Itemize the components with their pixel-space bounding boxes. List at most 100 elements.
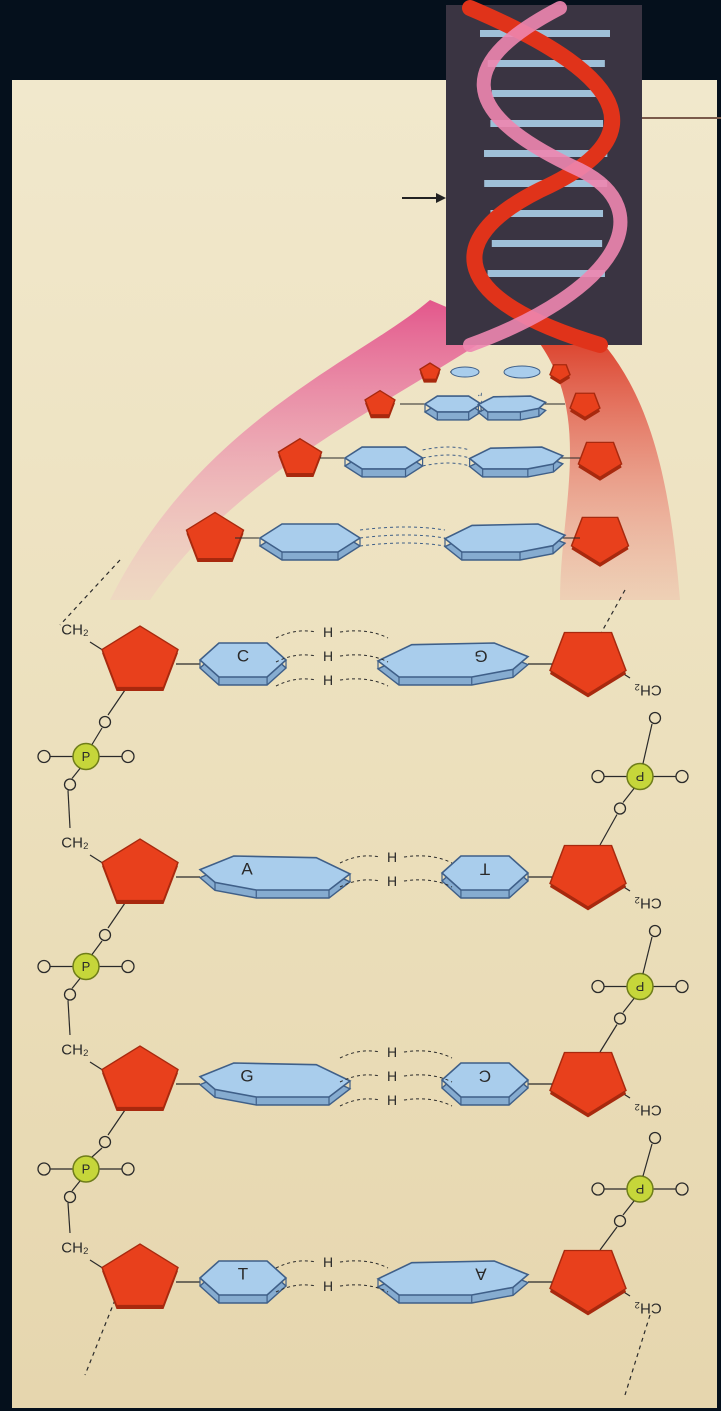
phosphate-label: P [636,979,645,994]
oxygen-atom [591,1182,605,1196]
phosphate-label: P [82,959,91,974]
receding-pair [419,362,571,385]
phosphate-group: P [591,972,689,1001]
purine-ring [198,855,352,899]
base-letter-right: G [474,647,487,666]
base-slab-top [423,395,483,413]
deoxyribose-sugar [419,362,441,383]
base-slab-top [376,1260,530,1296]
base-slab-top [198,1062,352,1098]
purine-ring [443,523,567,561]
receding-base-pairs [185,362,630,567]
sugar-pentagon [549,1051,627,1115]
oxygen-atom [37,749,51,764]
hydrogen-atom-label: H [323,648,333,664]
helix-rung [490,210,604,217]
ester-bond [67,1000,71,1036]
helix-rung [490,120,604,127]
ch2-label-right: CH₂ [634,682,662,699]
deoxyribose-sugar [364,389,396,419]
hydrogen-bond-line [339,678,389,687]
oxygen-atom [591,979,605,994]
sugar-pentagon [549,844,627,908]
base-slab-top [443,523,567,553]
hydrogen-bond-line [339,855,381,864]
hydrogen-bond-line [339,1050,381,1059]
ester-bond [71,768,81,779]
pyrimidine-ring [440,855,530,899]
ester-bond [91,940,103,955]
oxygen-atom [675,1182,689,1196]
hydrogen-atom-label: H [323,624,333,640]
receding-pair [185,511,630,567]
base-distant [503,365,541,379]
base-letter-left: A [241,860,253,879]
receding-pair [277,437,623,481]
strand-continuation [624,1314,651,1396]
pyrimidine-ring [440,1062,530,1106]
helix-rung [480,30,610,37]
hydrogen-bond-line [339,1284,389,1293]
phosphate-group: P [591,1175,689,1203]
base-slab-top [476,395,548,413]
hydrogen-bond-line [477,400,482,405]
base-slab-top [440,1062,530,1098]
deoxyribose-sugar [549,364,571,385]
hydrogen-bond-line [422,446,470,451]
hydrogen-atom-label: H [323,1254,333,1270]
hydrogen-atom-label: H [323,672,333,688]
pyrimidine-ring [198,1260,288,1304]
phosphate-circle [626,1175,654,1203]
arrow-head [436,193,446,203]
sugar-pentagon [549,364,571,382]
deoxyribose-sugar [549,631,627,698]
ester-bond [71,978,81,989]
ester-bond [91,727,103,745]
ch2-label-right: CH₂ [634,1102,662,1119]
purine-ring [198,1062,352,1106]
hydrogen-bond-line [403,879,453,888]
base-letter-left: G [240,1067,253,1086]
base-letter-right: T [480,860,490,879]
hydrogen-bond-line [477,408,482,413]
oxygen-atom [63,988,77,1001]
hydrogen-bond-line [275,1260,317,1269]
ch2-label-left: CH₂ [61,835,89,852]
hydrogen-bond-line [403,1098,453,1107]
ch2-label-right: CH₂ [634,1300,662,1317]
deoxyribose-sugar [549,844,627,911]
ester-bond [642,1143,653,1177]
hydrogen-bond-line [403,855,453,864]
hydrogen-atom-label: H [387,1044,397,1060]
ester-bond [622,788,635,803]
oxygen-atom [648,1131,662,1145]
hydrogen-bond-line [339,879,381,888]
ester-bond [599,814,618,846]
phosphate-label: P [82,1162,91,1177]
sugar-pentagon [364,389,396,416]
sugar-pentagon [549,1249,627,1313]
deoxyribose-sugar [549,1051,627,1118]
phosphate-group: P [37,1155,135,1183]
ester-bond [91,1147,103,1158]
strand-continuation [84,1299,116,1376]
oxygen-atom [121,1162,135,1176]
ester-bond [642,936,653,974]
purine-ring [376,1260,530,1304]
oxygen-atom [37,959,51,974]
receding-pair [364,389,601,421]
helix-rung [487,270,605,277]
oxygen-atom [63,1190,77,1204]
hydrogen-bond-line [339,1260,389,1269]
hydrogen-bond-line [275,1284,317,1293]
base-slab-top [376,642,530,678]
base-letter-right: A [475,1265,487,1284]
oxygen-atom [121,959,135,974]
ester-bond [599,1226,618,1251]
base-slab-top [468,446,565,470]
oxygen-atom [675,769,689,784]
